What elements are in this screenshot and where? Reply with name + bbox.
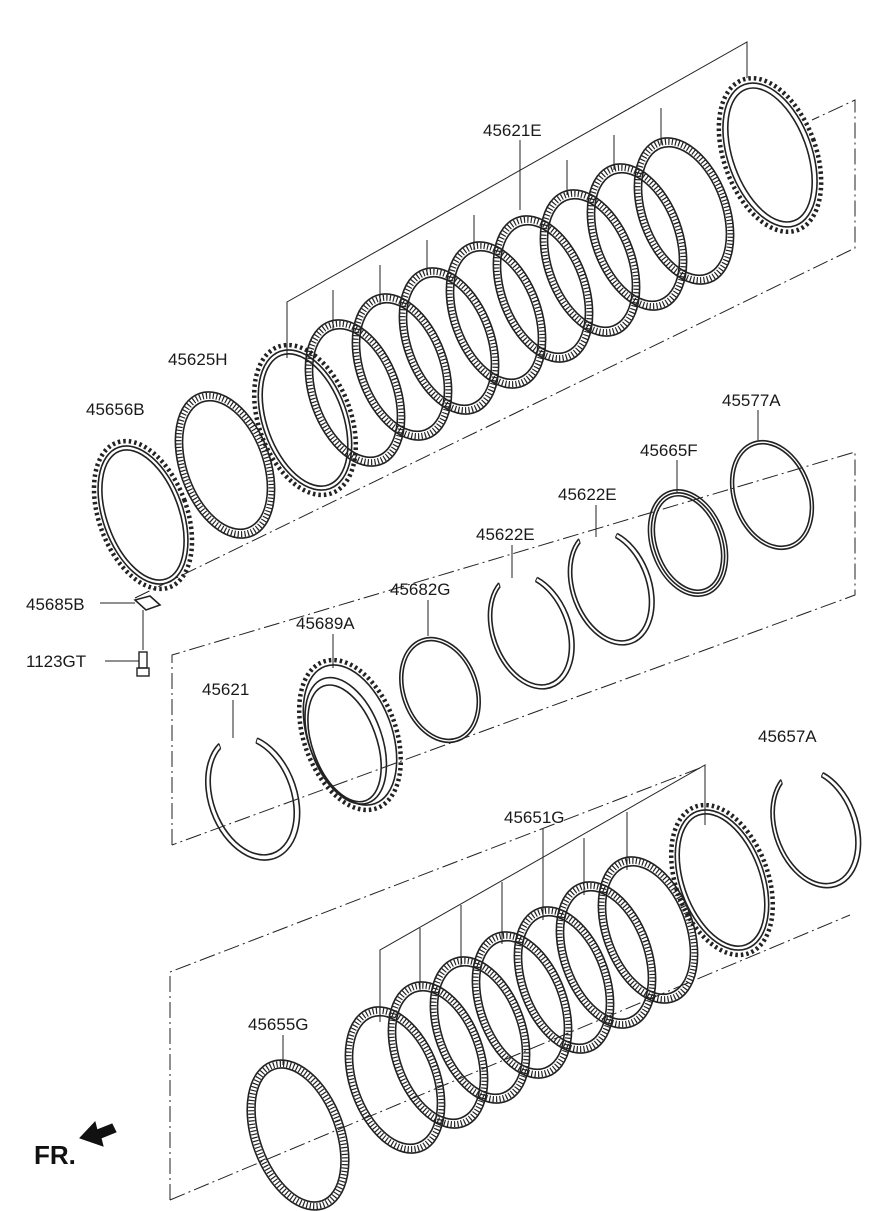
snap-ring-45657A: [770, 772, 862, 889]
front-direction-label: FR.: [34, 1140, 76, 1170]
steel-plate-back: [716, 75, 824, 235]
label-45655G: 45655G: [248, 1015, 309, 1034]
clutch-disc-45655G: [246, 1059, 350, 1211]
label-45621E: 45621E: [483, 121, 542, 140]
lower-clutch-group: [169, 764, 862, 1211]
label-45577A: 45577A: [722, 391, 781, 410]
label-45622E-lower: 45622E: [476, 525, 535, 544]
snap-ring-45622E-b: [567, 532, 655, 646]
snap-ring-45621: [205, 737, 301, 861]
label-45621: 45621: [202, 680, 249, 699]
seal-ring-45665F: [647, 488, 729, 598]
seal-ring-45682G: [398, 636, 482, 744]
steel-plate-45656B: [91, 438, 195, 592]
label-45625H: 45625H: [168, 350, 228, 369]
label-45665F: 45665F: [640, 441, 698, 460]
seal-ring-45577A: [729, 439, 815, 551]
label-45622E-upper: 45622E: [558, 485, 617, 504]
piston-45689A: [296, 657, 404, 813]
bolt-1123GT: [105, 651, 150, 677]
label-45689A: 45689A: [296, 614, 355, 633]
label-1123GT: 1123GT: [26, 652, 86, 671]
front-arrow-icon: [79, 1120, 117, 1147]
label-45682G: 45682G: [390, 580, 451, 599]
upper-clutch-group: [91, 41, 856, 599]
middle-ring-group: [171, 410, 856, 861]
label-45656B: 45656B: [86, 400, 145, 419]
snap-ring-45622E-a: [487, 576, 575, 690]
bracket-45685B: [100, 595, 162, 650]
label-45651G: 45651G: [504, 808, 565, 827]
label-45685B: 45685B: [26, 595, 85, 614]
label-45657A: 45657A: [758, 727, 817, 746]
clutch-disc-45625H: [157, 378, 294, 552]
